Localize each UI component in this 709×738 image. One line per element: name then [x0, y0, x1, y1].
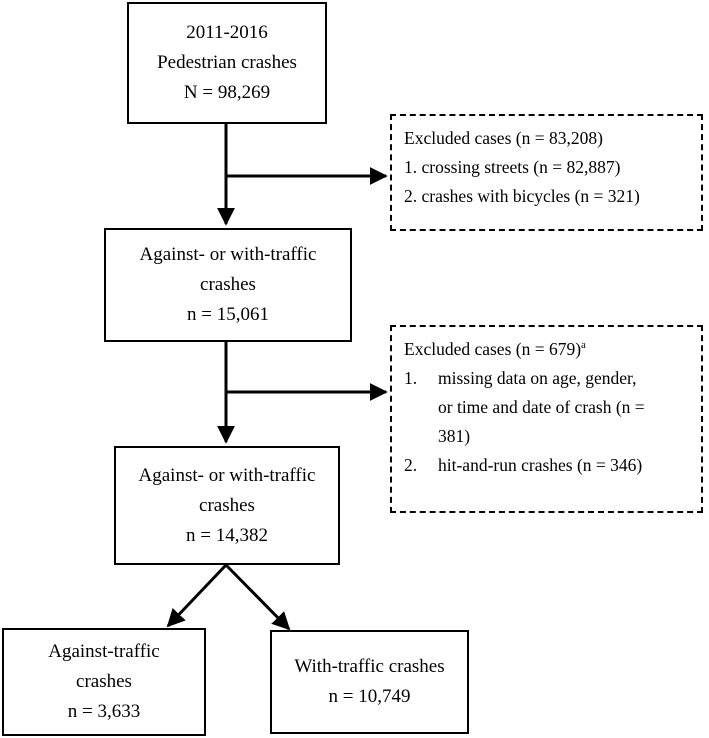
box-mid2-line2: crashes [199, 494, 255, 516]
box-against-with-traffic-1: Against- or with-traffic crashes n = 15,… [104, 228, 352, 342]
excluded1-item-2: 2. crashes with bicycles (n = 321) [404, 186, 640, 206]
box-top-line2: Pedestrian crashes [157, 52, 297, 73]
box-right-line1: With-traffic crashes [294, 656, 445, 677]
box-left-line1: Against-traffic [48, 641, 160, 662]
excluded2-item1-number: 1. [404, 368, 418, 388]
box-against-with-traffic-2: Against- or with-traffic crashes n = 14,… [114, 446, 340, 565]
excluded2-item1-line3: 381) [438, 426, 471, 446]
footnote-marker: a [581, 339, 586, 352]
box-pedestrian-crashes: 2011-2016 Pedestrian crashes N = 98,269 [127, 2, 327, 124]
box-top-line1: 2011-2016 [186, 22, 268, 43]
arrow-mid2-to-right [224, 563, 291, 631]
excluded2-item1-line2: or time and date of crash (n = [438, 397, 645, 417]
box-mid2-line1: Against- or with-traffic [138, 464, 316, 486]
box-mid1-line2: crashes [200, 274, 256, 295]
box-mid1-line1: Against- or with-traffic [139, 244, 317, 265]
box-mid1-line3: n = 15,061 [187, 304, 269, 325]
box-top-line3: N = 98,269 [183, 82, 271, 103]
excluded1-title: Excluded cases (n = 83,208) [404, 128, 603, 148]
box-mid2-line3: n = 14,382 [186, 524, 268, 546]
excluded2-item2-number: 2. [404, 455, 418, 475]
box-left-line2: crashes [76, 671, 132, 692]
excluded2-title: Excluded cases (n = 679) [404, 339, 582, 359]
box-with-traffic-crashes: With-traffic crashes n = 10,749 [270, 630, 469, 734]
excluded-cases-box-2: Excluded cases (n = 679)a 1. missing data… [390, 325, 703, 513]
excluded1-item-1: 1. crossing streets (n = 82,887) [404, 157, 621, 177]
box-right-line2: n = 10,749 [328, 686, 411, 707]
excluded-cases-box-1: Excluded cases (n = 83,208) 1. crossing … [390, 114, 703, 231]
arrow-mid2-to-left [166, 563, 228, 628]
excluded2-item2-text: hit-and-run crashes (n = 346) [438, 455, 643, 475]
box-left-line3: n = 3,633 [67, 701, 141, 722]
box-against-traffic-crashes: Against-traffic crashes n = 3,633 [2, 628, 206, 736]
excluded2-item1-line1: missing data on age, gender, [438, 368, 637, 388]
